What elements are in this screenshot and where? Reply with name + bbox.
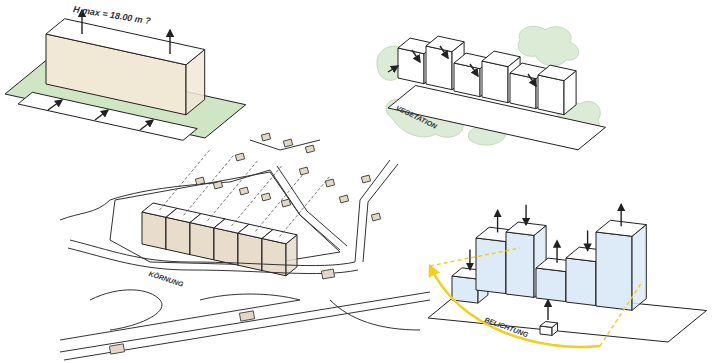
volume-front [482, 61, 508, 103]
setback-arrow [95, 110, 108, 120]
volume-front [476, 238, 506, 294]
height-arrow [556, 241, 557, 263]
volume-front [166, 217, 190, 254]
pedestal-object [540, 322, 558, 336]
gap-arrow [412, 50, 420, 62]
gap-arrow [528, 74, 536, 86]
volume-front [238, 233, 262, 270]
daylight-volume [596, 220, 646, 310]
volume-front [262, 239, 286, 276]
gap-arrow [388, 66, 398, 72]
sun-arrow [587, 230, 588, 250]
alignment-line [208, 161, 258, 221]
volume-front [566, 258, 596, 306]
height-arrow [620, 204, 621, 226]
massing-sketches [5, 10, 707, 342]
gap-arrow [470, 64, 478, 76]
sun-path [430, 248, 642, 347]
volume-roof [540, 322, 558, 328]
sun-arrow [525, 205, 526, 225]
map-roads [60, 140, 430, 360]
alignment-line [232, 166, 282, 226]
gap-arrow [440, 46, 448, 58]
sun-arrow [469, 250, 470, 270]
volume-front [506, 232, 534, 297]
theme-label: KÖRNUNG [148, 270, 185, 288]
volume-front [426, 46, 452, 90]
alignment-line [256, 171, 306, 231]
height-arrow [497, 210, 498, 232]
volume-front [536, 268, 566, 302]
height-arrow [169, 30, 170, 54]
volume-roof [262, 230, 297, 244]
volume-roof [538, 65, 576, 81]
slab-building [46, 19, 205, 115]
setback-arrow [140, 120, 153, 130]
volume-roof [46, 19, 205, 65]
volume-front [214, 228, 238, 265]
cube-volume [538, 65, 576, 115]
alignment-line [160, 150, 210, 210]
volume-front [538, 75, 564, 115]
volume-roof [426, 36, 464, 52]
setback-arrow [48, 100, 62, 110]
volume-roof [482, 51, 520, 67]
map-houses [109, 133, 380, 354]
volume-front [190, 223, 214, 260]
volume-side [632, 225, 646, 311]
height-arrow [547, 300, 548, 320]
volume-front [452, 276, 478, 303]
site-outline [110, 172, 340, 265]
volume-front [596, 232, 632, 310]
volume-front [142, 212, 166, 249]
